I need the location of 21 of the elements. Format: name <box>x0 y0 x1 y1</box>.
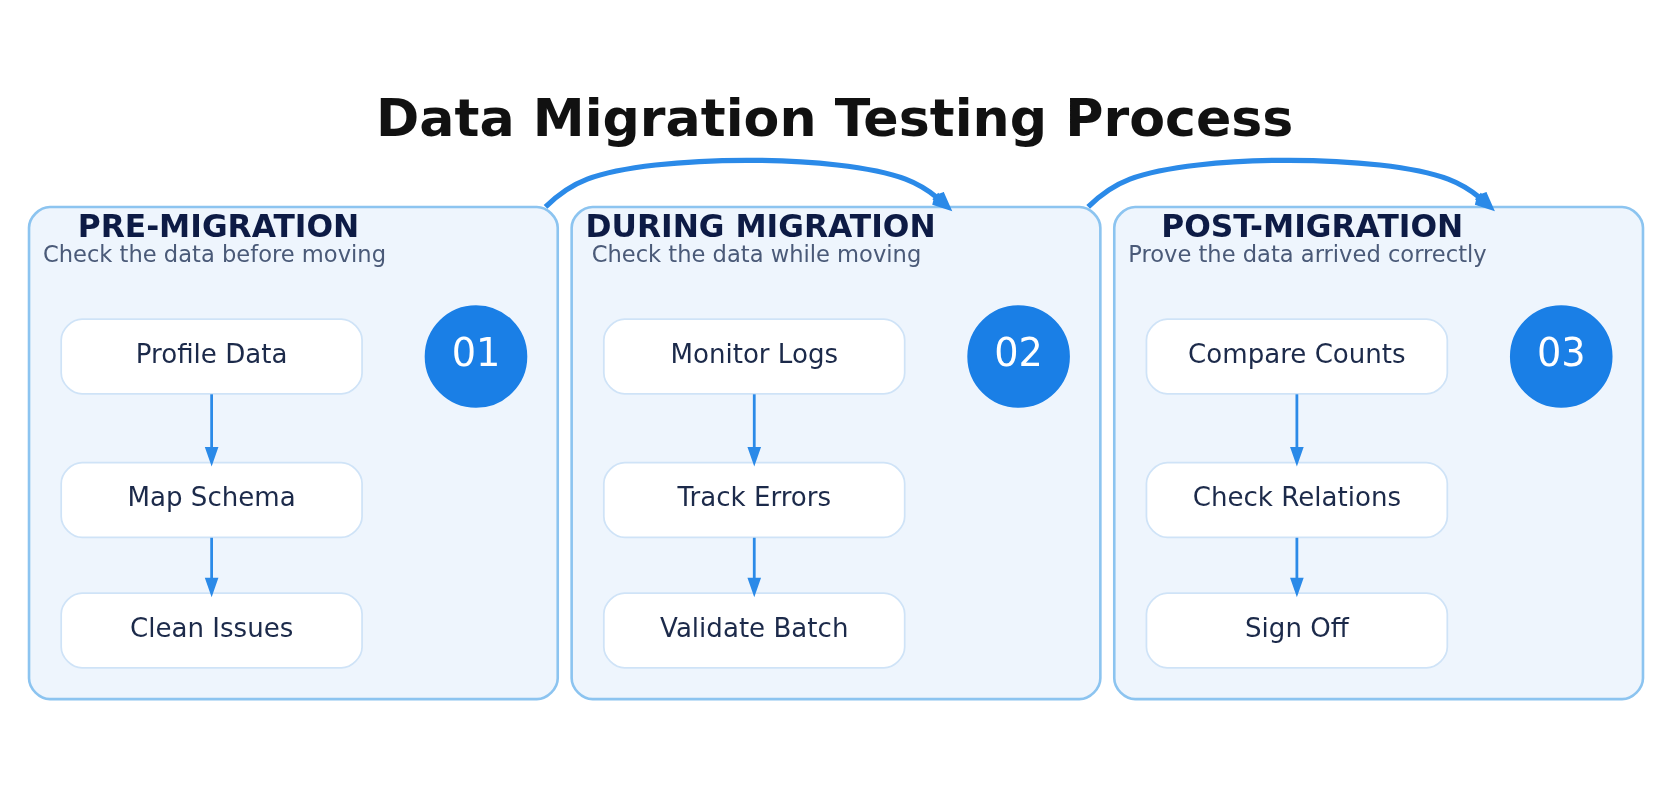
node-box: Check Relations <box>1145 461 1449 538</box>
node-circle: 02 <box>967 304 1070 408</box>
arrow <box>1290 393 1304 467</box>
arrow <box>204 393 219 467</box>
node-box: Compare Counts <box>1145 317 1449 395</box>
node-box: Validate Batch <box>602 591 906 669</box>
arrow <box>543 157 951 210</box>
node-circle: 01 <box>424 304 528 408</box>
arrow <box>204 537 219 597</box>
arrow <box>1290 537 1304 597</box>
arrow <box>747 393 762 467</box>
arrow <box>747 537 762 597</box>
arrow <box>1086 157 1493 210</box>
node-circle: 03 <box>1509 304 1613 408</box>
node-box: Clean Issues <box>60 591 363 669</box>
node-box: Profile Data <box>60 317 363 395</box>
diagram-title: Data Migration Testing Process <box>375 87 1294 148</box>
node-box: Monitor Logs <box>602 317 906 395</box>
node-box: Map Schema <box>60 461 363 538</box>
node-box: Sign Off <box>1145 591 1449 669</box>
node-box: Track Errors <box>602 461 906 538</box>
